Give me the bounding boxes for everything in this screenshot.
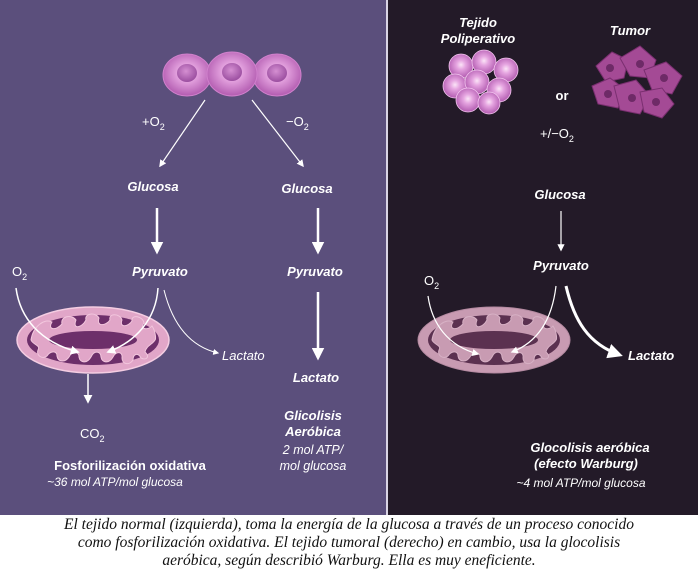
glycolysis-title-line2: Aeróbica: [284, 424, 341, 439]
normal-cell: [252, 53, 302, 97]
mitochondrion-right: [417, 306, 571, 374]
right-panel-background: [388, 0, 698, 515]
arrow-cells-to-glucosa-aerobic: [159, 99, 206, 168]
glycolysis-atp-line1: 2 mol ATP/: [282, 443, 345, 457]
arrow-o2-into-mitochondrion: [15, 287, 80, 355]
or-label: or: [556, 88, 569, 103]
o2-right-label: O2: [424, 273, 439, 291]
proliferative-cells-cluster: [442, 49, 519, 115]
minus-o2-label: −O2: [286, 114, 309, 132]
figure-caption: El tejido normal (izquierda), toma la en…: [0, 516, 698, 588]
plus-o2-label: +O2: [142, 114, 165, 132]
normal-cells-group: [162, 51, 302, 97]
pyruvato-aerobic-label: Pyruvato: [132, 264, 188, 279]
pyruvato-warburg-label: Pyruvato: [533, 258, 589, 273]
oxidative-phosphorylation-atp: ~36 mol ATP/mol glucosa: [47, 475, 183, 489]
arrow-cells-to-glucosa-anaerobic: [251, 99, 304, 168]
lactato-glycolysis-label: Lactato: [293, 370, 339, 385]
pyruvato-glycolysis-label: Pyruvato: [287, 264, 343, 279]
caption-line-1: El tejido normal (izquierda), toma la en…: [64, 516, 634, 533]
mitochondrion-left: [16, 306, 170, 374]
plusminus-o2-label: +/−O2: [540, 126, 574, 144]
warburg-atp: ~4 mol ATP/mol glucosa: [516, 476, 645, 490]
arrow-pyruvato-into-mitochondrion-right: [510, 285, 557, 354]
arrow-pyruvato-into-mitochondrion: [106, 287, 159, 354]
tumor-cells-cluster: [591, 45, 683, 119]
proliferative-tissue-label-line2: Poliperativo: [441, 31, 515, 46]
o2-left-label: O2: [12, 264, 27, 282]
lactato-warburg-label: Lactato: [628, 348, 674, 363]
lactato-aerobic-label: Lactato: [222, 348, 265, 363]
metabolism-diagram: +O2 −O2 Glucosa Glucosa Pyruvato Pyruvat…: [0, 0, 698, 515]
panel-divider: [386, 0, 388, 515]
arrow-pyruvato-to-lactato-warburg: [564, 285, 623, 359]
glucosa-warburg-label: Glucosa: [534, 187, 585, 202]
warburg-title-line1: Glocolisis aeróbica: [530, 440, 649, 455]
caption-line-2: como fosforilización oxidativa. El tejid…: [77, 534, 621, 551]
oxidative-phosphorylation-title: Fosforilización oxidativa: [54, 458, 206, 473]
arrow-pyruvato-to-lactato-aerobic: [163, 289, 220, 355]
glycolysis-atp-line2: mol glucosa: [280, 459, 347, 473]
warburg-title-line2: (efecto Warburg): [534, 456, 638, 471]
arrow-o2-into-mitochondrion-right: [427, 295, 480, 356]
caption-line-3: aeróbica, según describió Warburg. Ella …: [162, 552, 536, 569]
co2-label: CO2: [80, 426, 105, 444]
glycolysis-title-line1: Glicolisis: [284, 408, 342, 423]
normal-cell: [206, 51, 258, 97]
proliferative-tissue-label-line1: Tejido: [459, 15, 497, 30]
normal-cell: [162, 53, 212, 97]
tumor-label: Tumor: [610, 23, 651, 38]
glucosa-aerobic-label: Glucosa: [127, 179, 178, 194]
glucosa-glycolysis-label: Glucosa: [281, 181, 332, 196]
